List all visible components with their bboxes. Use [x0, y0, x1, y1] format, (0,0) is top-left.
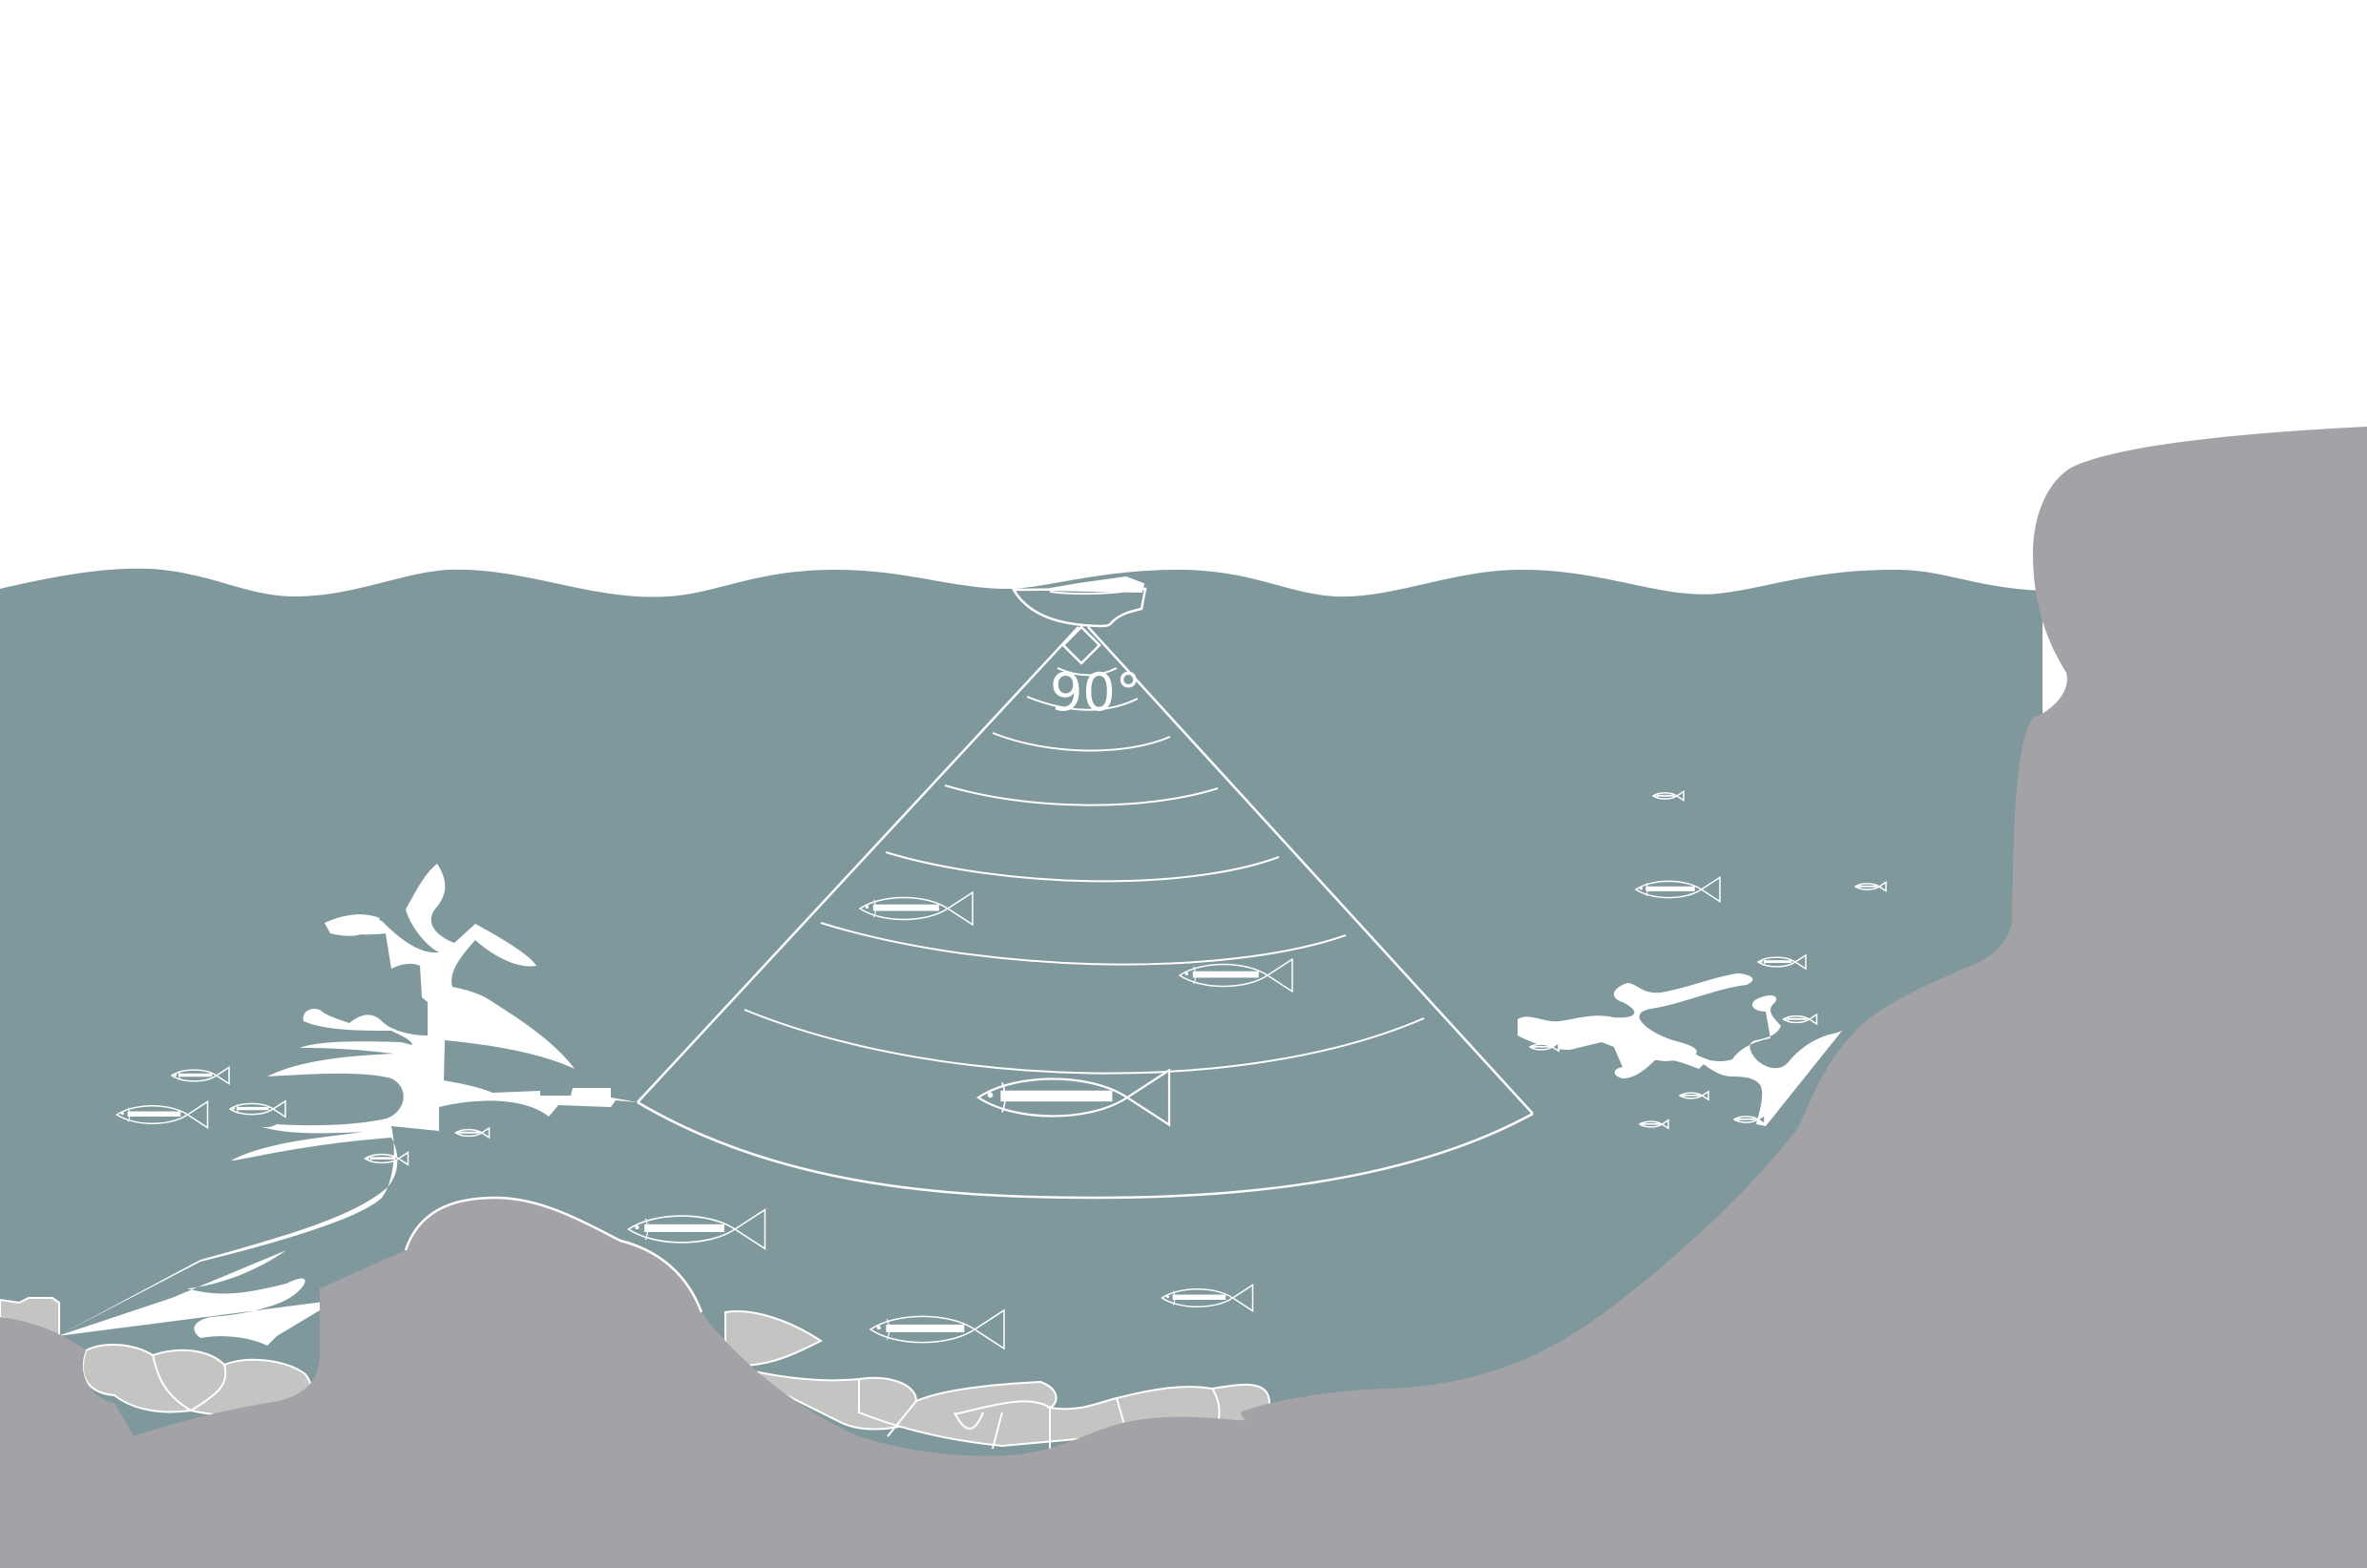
sonar-cone: [637, 625, 1534, 1200]
fish-icon: [1651, 790, 1685, 802]
cone-edge-left: [637, 626, 1079, 1103]
fish-icon: [1678, 1090, 1709, 1101]
brush-pile: [1518, 973, 1842, 1126]
fish-icon: [1732, 1114, 1766, 1125]
left-bank-edge: [404, 1196, 703, 1313]
cone-base-arc: [637, 1100, 1534, 1200]
fish-icon: [627, 1208, 766, 1250]
fish-icon: [1528, 1041, 1560, 1053]
left-bank: [0, 1198, 1575, 1568]
fish-icon: [858, 890, 974, 927]
fish-icon: [170, 1066, 230, 1085]
sound-waves: [744, 667, 1425, 1075]
fish-icon: [454, 1126, 491, 1139]
sunken-tree: [57, 864, 638, 1346]
fish-icon: [1782, 1013, 1818, 1026]
fish-icon: [1161, 1284, 1254, 1312]
fish-icon: [1638, 1119, 1669, 1130]
fish-icon: [975, 1068, 1171, 1127]
cone-edge-right: [1087, 626, 1534, 1115]
fish-icon: [364, 1151, 409, 1166]
fish-icon: [1854, 881, 1887, 892]
fish-icon: [1178, 957, 1293, 993]
fish-school: [115, 790, 1887, 1350]
transducer-icon: [1061, 625, 1101, 665]
beam-angle-label: 90°: [1050, 662, 1142, 722]
ground: [0, 427, 2367, 1568]
fish-icon: [228, 1099, 286, 1119]
boat-icon: [1011, 575, 1147, 628]
fish-icon: [1634, 876, 1721, 903]
fish-icon: [869, 1308, 1005, 1350]
right-bank: [1241, 427, 2367, 1568]
fish-icon: [115, 1100, 209, 1129]
fish-icon: [1756, 953, 1807, 971]
